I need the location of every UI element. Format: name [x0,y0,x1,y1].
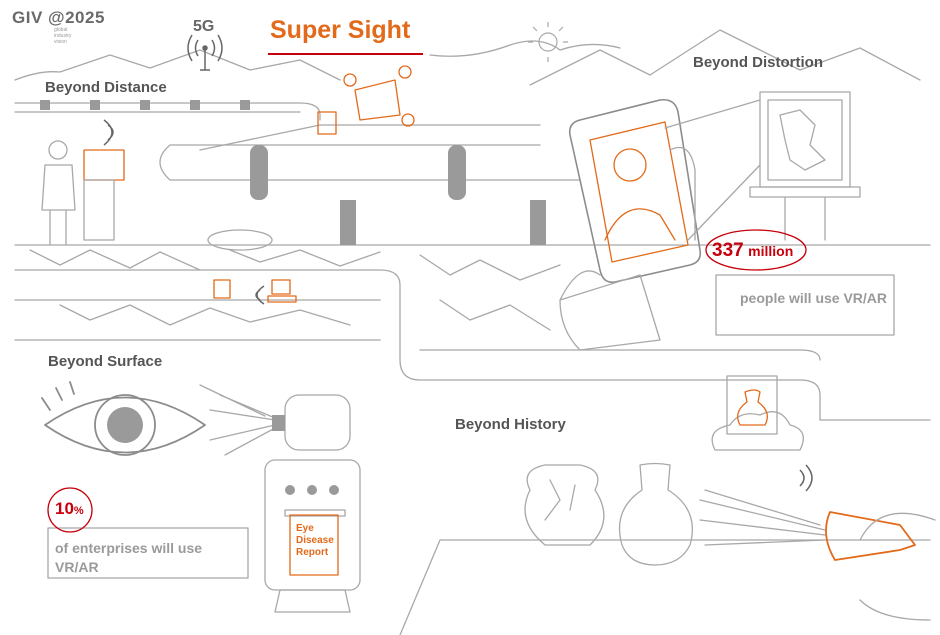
section-beyond-surface: Beyond Surface [48,353,163,370]
phone-icon [568,98,702,284]
vr-users-note-box [715,274,895,336]
eye-icon [41,381,206,456]
logo-subtext-3: vision [54,39,67,45]
drone-screen-icon [317,111,337,135]
elevated-track [14,102,321,121]
cloud-icon [711,375,804,451]
manhole [207,229,273,251]
vr-users-unit: million [748,243,794,259]
drone-icon [343,65,415,127]
enterprise-unit: % [73,505,84,517]
enterprise-note: of enterprises will use VR/AR [55,540,203,575]
ground-line-2 [14,269,931,421]
floor-line [399,539,931,635]
rock-texture [29,249,561,331]
painting-on-phone-icon [589,121,689,263]
robot-screen-icon [213,279,231,299]
section-beyond-distortion: Beyond Distortion [693,54,823,71]
wifi-icon [103,119,813,492]
ground-line-5 [419,349,821,361]
logo-subtext-2: industry [54,33,72,39]
robot-icon [267,279,297,303]
camera-robot-icon [264,394,361,613]
network-label: 5G [193,18,215,35]
operator-station-icon [41,140,125,246]
eye-disease-report-label: Eye Disease Report [296,523,334,558]
sun-icon [528,22,568,62]
title-underline [268,53,423,55]
brand-logo: GIV @2025 [12,8,105,27]
enterprise-badge-ring [47,487,93,533]
history-rays [699,489,826,546]
vr-badge-ring [705,229,807,271]
broken-vase-icon [524,464,605,546]
vr-headset-icon [825,511,916,561]
head-silhouette [859,512,936,621]
section-beyond-distance: Beyond Distance [45,79,167,96]
vr-users-value: 337 [712,240,744,261]
cloud-line [429,40,621,57]
enterprise-note-box [47,527,249,579]
enterprise-value: 10 [55,499,74,518]
vr-users-note: people will use VR/AR [740,290,888,306]
logo-subtext-1: global [54,27,68,33]
frame-vase [737,389,768,426]
enterprise-stat: 10% [55,499,84,519]
signal-tower-icon [187,34,223,71]
pipeline [159,144,581,181]
mountains-right [529,29,921,86]
scan-rays [199,384,276,456]
mountains-left [14,49,341,81]
section-beyond-history: Beyond History [455,416,566,433]
page-title: Super Sight [270,16,411,44]
vr-users-stat: 337 million [712,240,793,262]
framed-painting-icon [749,91,861,241]
vase-icon [618,462,694,566]
hand [559,146,696,351]
